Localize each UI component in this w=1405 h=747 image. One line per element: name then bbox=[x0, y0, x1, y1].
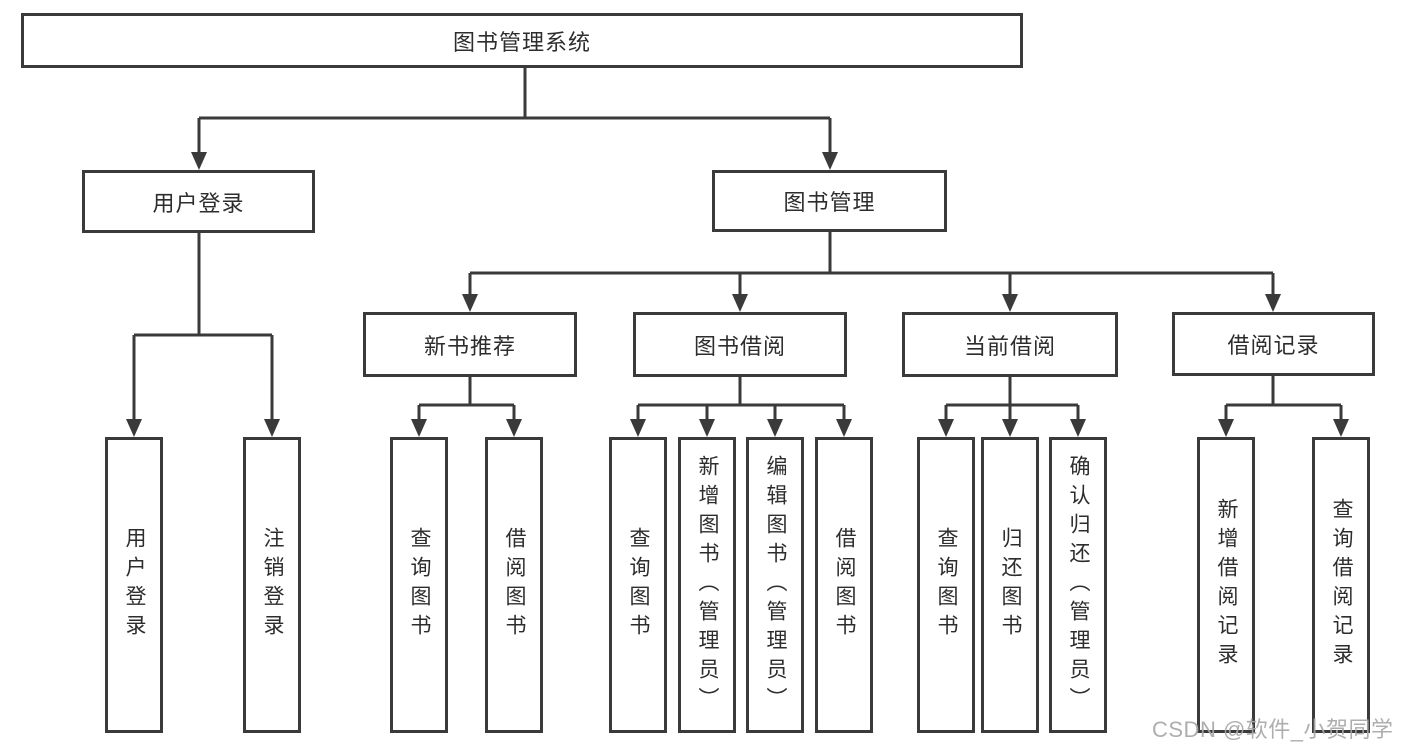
connector-current-borrow-children bbox=[944, 377, 1080, 421]
arrowhead-icon bbox=[1002, 294, 1018, 312]
node-borrow-books-leaf: 借阅图书 bbox=[815, 437, 873, 733]
arrowhead-icon bbox=[1002, 419, 1018, 437]
watermark: CSDN @软件_小贺同学 bbox=[1152, 717, 1394, 742]
node-borrowing-records: 借阅记录 bbox=[1172, 312, 1375, 376]
node-current-borrowing: 当前借阅 bbox=[902, 312, 1118, 377]
connector-user-login-children bbox=[132, 233, 274, 421]
arrowhead-icon bbox=[699, 419, 715, 437]
connector-book-borrow-children bbox=[636, 377, 846, 421]
connector-borrow-record-children bbox=[1224, 376, 1343, 421]
arrowhead-icon bbox=[732, 294, 748, 312]
node-library-management-system: 图书管理系统 bbox=[21, 13, 1023, 68]
node-logout-leaf: 注销登录 bbox=[243, 437, 301, 733]
node-query-books-current: 查询图书 bbox=[917, 437, 975, 733]
arrowhead-icon bbox=[191, 152, 207, 170]
arrowhead-icon bbox=[767, 419, 783, 437]
arrowhead-icon bbox=[126, 419, 142, 437]
arrowhead-icon bbox=[1333, 419, 1349, 437]
node-borrow-books-recommend: 借阅图书 bbox=[485, 437, 543, 733]
node-query-books-recommend: 查询图书 bbox=[390, 437, 448, 733]
node-book-management: 图书管理 bbox=[712, 170, 947, 232]
node-add-books-admin: 新增图书（管理员） bbox=[678, 437, 736, 733]
arrowhead-icon bbox=[462, 294, 478, 312]
node-new-book-recommend: 新书推荐 bbox=[363, 312, 577, 377]
connector-root-to-level2 bbox=[197, 68, 832, 154]
arrowhead-icon bbox=[1070, 419, 1086, 437]
node-query-books-borrowing: 查询图书 bbox=[609, 437, 667, 733]
connector-book-mgmt-to-level3 bbox=[468, 232, 1275, 296]
connector-new-book-children bbox=[417, 377, 516, 421]
node-add-borrow-record: 新增借阅记录 bbox=[1197, 437, 1255, 733]
arrowhead-icon bbox=[1265, 294, 1281, 312]
arrowhead-icon bbox=[1218, 419, 1234, 437]
arrowhead-icon bbox=[411, 419, 427, 437]
arrowhead-icon bbox=[264, 419, 280, 437]
node-edit-books-admin: 编辑图书（管理员） bbox=[746, 437, 804, 733]
node-book-borrowing: 图书借阅 bbox=[633, 312, 847, 377]
arrowhead-icon bbox=[938, 419, 954, 437]
arrowhead-icon bbox=[822, 152, 838, 170]
node-return-books: 归还图书 bbox=[981, 437, 1039, 733]
node-user-login-leaf: 用户登录 bbox=[105, 437, 163, 733]
node-user-login: 用户登录 bbox=[82, 170, 315, 233]
node-confirm-return-admin: 确认归还（管理员） bbox=[1049, 437, 1107, 733]
arrowhead-icon bbox=[836, 419, 852, 437]
node-query-borrow-record: 查询借阅记录 bbox=[1312, 437, 1370, 733]
arrowhead-icon bbox=[506, 419, 522, 437]
arrowhead-icon bbox=[630, 419, 646, 437]
